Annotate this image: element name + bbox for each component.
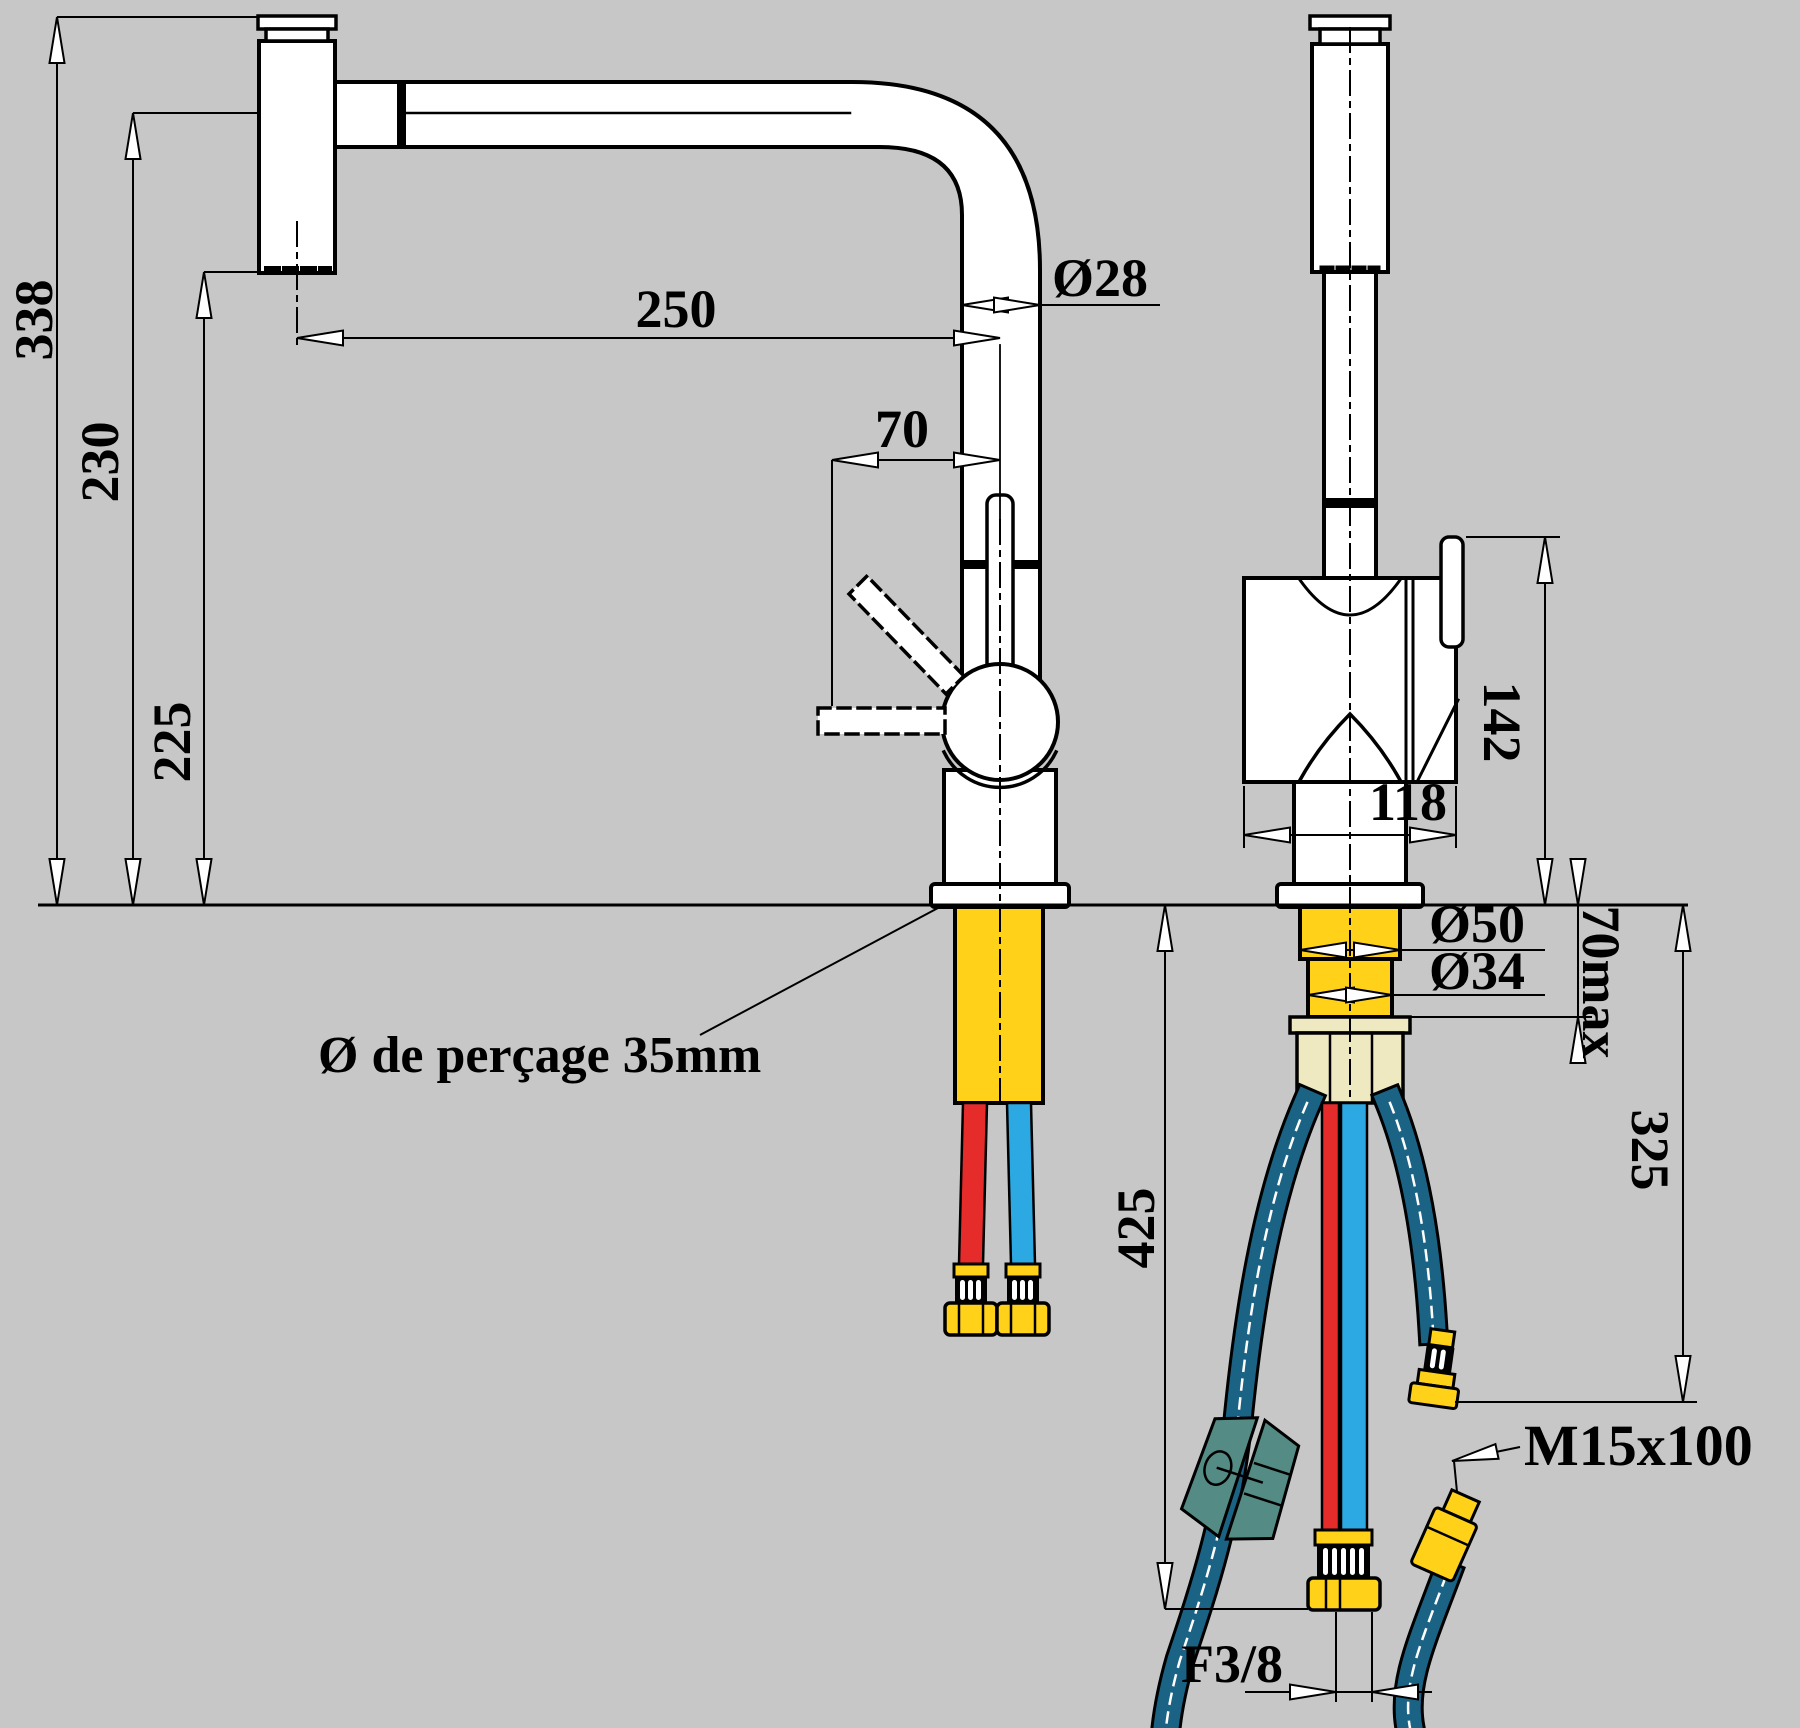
front-body-saddle-curve xyxy=(1297,577,1403,617)
thread-label-f38: F3/8 xyxy=(1181,1634,1283,1694)
dimensions-side-view xyxy=(48,16,1160,1036)
dim-label-230: 230 xyxy=(70,422,130,503)
faucet-front-view xyxy=(1150,14,1482,1728)
spout-arm-joint-band xyxy=(397,82,406,147)
dim-label-118: 118 xyxy=(1369,772,1447,832)
front-body-v-notch xyxy=(1297,711,1403,783)
thread-label-m15x100: M15x100 xyxy=(1524,1413,1753,1478)
dimensions-front-view xyxy=(1156,536,1697,1702)
dim-label-d28: Ø28 xyxy=(1052,248,1148,308)
dim-label-70: 70 xyxy=(875,399,929,459)
dim-label-250: 250 xyxy=(636,279,717,339)
dim-label-d34: Ø34 xyxy=(1429,941,1525,1001)
pullout-head-cap xyxy=(256,14,338,31)
front-cold-hose xyxy=(1339,1101,1369,1532)
faucet-side-view xyxy=(256,14,1071,1337)
spout-arm-and-tube xyxy=(332,80,1042,692)
handle-lever-diagonal-dashed xyxy=(846,573,967,697)
hot-supply-hose xyxy=(957,1101,989,1266)
coupling-upper-fitting xyxy=(1407,1326,1460,1411)
dim-label-425: 425 xyxy=(1106,1188,1166,1269)
cold-supply-hose xyxy=(1005,1101,1037,1266)
handle-base-diagonal xyxy=(1415,697,1461,783)
dim-label-70max: 70max xyxy=(1571,906,1631,1059)
hose-counterweight xyxy=(1179,1416,1301,1541)
hot-hose-fitting xyxy=(943,1262,999,1337)
dim-label-338: 338 xyxy=(4,280,64,361)
cold-hose-fitting xyxy=(995,1262,1051,1337)
dim-label-142: 142 xyxy=(1472,682,1532,763)
front-handle-lever xyxy=(1439,535,1465,649)
dim-label-325: 325 xyxy=(1620,1110,1680,1191)
pullout-head-ring xyxy=(264,27,330,43)
spray-hose-short xyxy=(1369,1082,1450,1347)
supply-hose-fitting-f38 xyxy=(1306,1528,1382,1612)
handle-lever-horizontal-dashed xyxy=(816,706,947,736)
drill-note-label: Ø de perçage 35mm xyxy=(318,1027,761,1084)
dim-label-d50: Ø50 xyxy=(1429,894,1525,954)
coupling-lower-connector xyxy=(1410,1487,1482,1583)
front-hot-hose xyxy=(1320,1101,1341,1532)
dim-label-225: 225 xyxy=(142,702,202,783)
spray-hose-return xyxy=(1392,1556,1466,1728)
